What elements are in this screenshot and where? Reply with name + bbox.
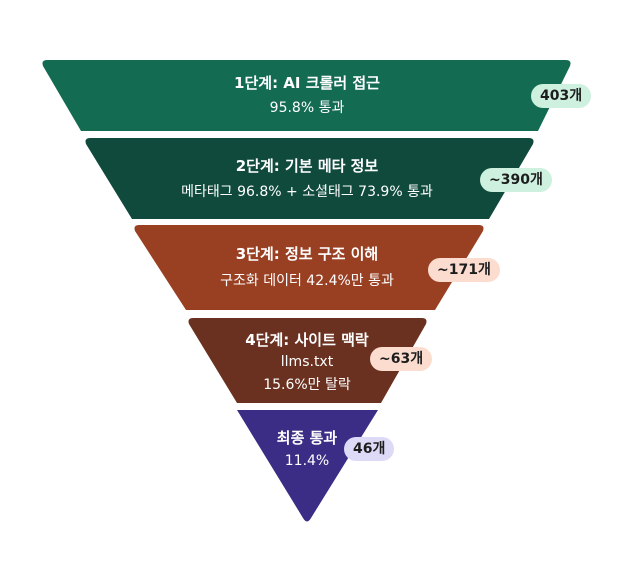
funnel-band-4 [188,318,427,403]
stage-5: 최종 통과 11.4% [97,410,517,524]
count-badge: 403개 [531,84,592,108]
count-badge: ~171개 [428,258,500,282]
stage-4: 4단계: 사이트 맥락 llms.txt 15.6%만 탈락 [97,318,517,403]
stage-title: 3단계: 정보 구조 이해 [235,245,379,263]
stage-detail: 메타태그 96.8% + 소셜태그 73.9% 통과 [181,184,433,200]
funnel-band-1 [42,60,571,131]
stage-title: 1단계: AI 크롤러 접근 [234,74,380,92]
stage-detail: 구조화 데이터 42.4%만 통과 [220,273,394,289]
funnel-band-5 [237,410,378,522]
count-badge: 46개 [344,437,395,461]
stage-detail: 95.8% 통과 [269,100,345,116]
funnel-band-3 [134,225,484,310]
count-badge: ~63개 [370,347,433,371]
funnel-band-2 [85,138,534,219]
stage-title: 2단계: 기본 메타 정보 [235,157,379,175]
stage-detail: 15.6%만 탈락 [263,377,351,393]
count-badge: ~390개 [480,168,552,192]
stage-detail: llms.txt [280,354,334,370]
stage-title: 최종 통과 [276,429,338,447]
stage-1: 1단계: AI 크롤러 접근 95.8% 통과 [97,60,517,131]
stage-detail: 11.4% [284,453,330,469]
stage-title: 4단계: 사이트 맥락 [245,331,369,349]
